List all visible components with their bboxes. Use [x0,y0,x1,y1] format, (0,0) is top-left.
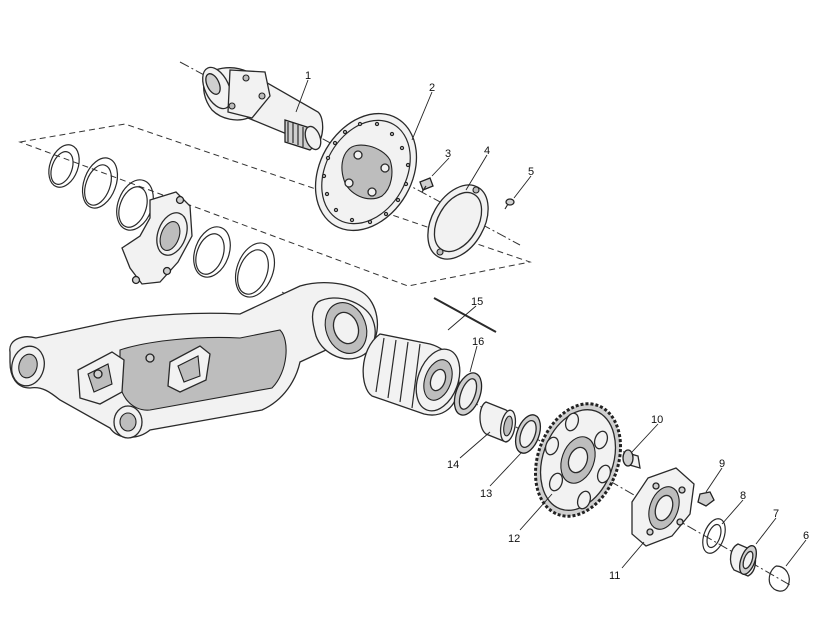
callout-15: 15 [471,296,483,308]
callout-6: 6 [803,530,809,542]
callout-8: 8 [740,490,746,502]
spacer-bush [479,401,517,443]
callout-12: 12 [508,533,520,545]
callout-1: 1 [305,70,311,82]
callout-9: 9 [719,458,725,470]
callout-4: 4 [484,145,490,157]
rear-sprocket [533,402,623,518]
seal-rings-group [48,144,276,298]
callout-3: 3 [445,148,451,160]
washer-8 [702,518,726,554]
swingarm [9,282,379,439]
leader-lines [295,79,807,569]
callout-10: 10 [651,414,663,426]
bearing-ring-13 [514,414,542,454]
disc-bolt [419,177,434,193]
callout-11: 11 [609,570,620,582]
circlip-16 [453,372,483,416]
subassembly-boundary [18,123,532,287]
callout-7: 7 [773,508,779,520]
flange-nut [697,491,715,507]
wheel-hub-shaft [202,66,324,151]
caliper-bracket [121,191,193,285]
brake-disc [314,112,418,232]
sprocket-stud [622,449,641,469]
sensor-ring [427,184,489,260]
eccentric-hub [362,333,461,416]
axle-nut-7 [729,543,757,577]
callout-5: 5 [528,166,534,178]
callout-13: 13 [480,488,492,500]
ring-screw [504,198,515,210]
callout-14: 14 [447,459,459,471]
snap-ring-6 [768,565,790,592]
sprocket-flange [631,467,695,547]
callout-16: 16 [472,336,484,348]
callout-2: 2 [429,82,435,94]
